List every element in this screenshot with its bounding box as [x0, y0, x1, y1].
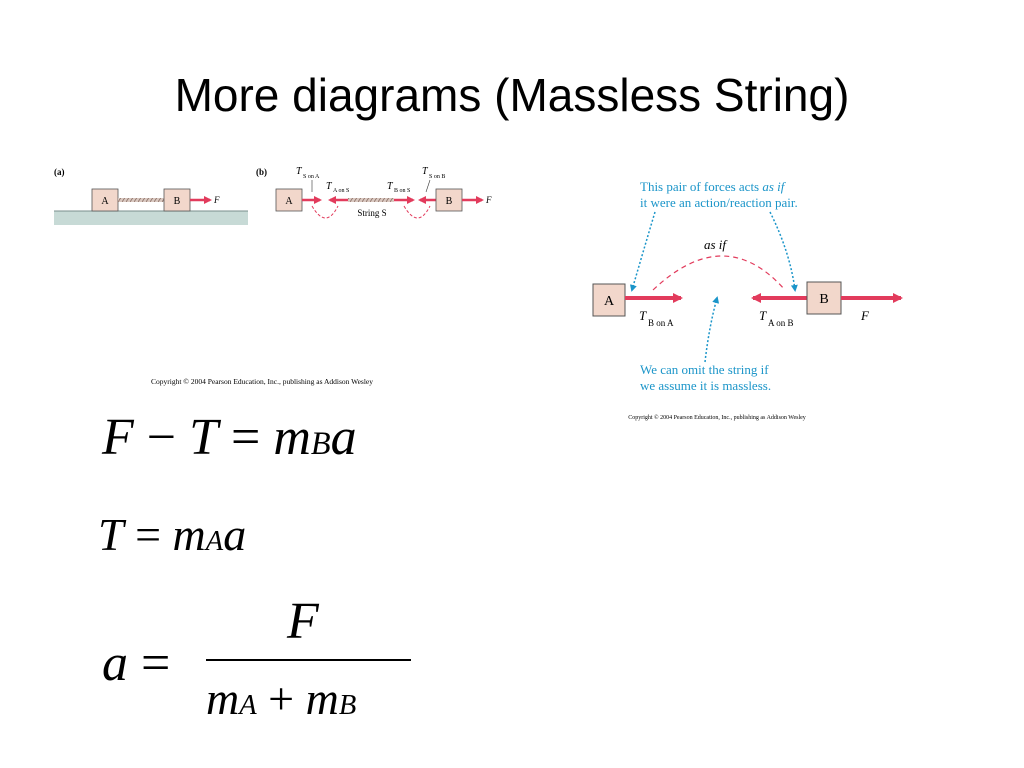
t-a-on-b-sub: A on B: [768, 318, 794, 328]
equation-lhs: a =: [102, 635, 171, 692]
block-a-label: A: [285, 196, 293, 207]
string-diagram-left: (a) A B F (b) A B F T S on A T A on S T …: [54, 166, 492, 386]
copyright-right: Copyright © 2004 Pearson Education, Inc.…: [628, 414, 806, 421]
as-if-label: as if: [704, 237, 728, 252]
t-b-on-s-sub: B on S: [394, 188, 410, 194]
fraction-bar: [206, 659, 411, 661]
string-rope-a: [118, 198, 164, 202]
block-b-label: B: [819, 292, 828, 307]
pair-arc-right: [403, 205, 431, 219]
slide-title: More diagrams (Massless String): [174, 69, 850, 121]
t-s-on-b-sub: S on B: [429, 174, 445, 180]
t-b-on-a-sub: B on A: [648, 318, 674, 328]
note-bottom-line-1: We can omit the string if: [640, 362, 769, 377]
t-s-on-a-symbol: T: [296, 166, 303, 177]
block-b-label: B: [174, 196, 181, 207]
equation-denominator: mA + mB: [206, 673, 357, 724]
t-a-on-b-symbol: T: [759, 308, 767, 323]
t-a-on-s-symbol: T: [326, 181, 333, 192]
panel-b-label: (b): [256, 167, 267, 177]
note-bottom-line-2: we assume it is massless.: [640, 378, 771, 393]
as-if-arc: [652, 255, 786, 291]
note-pointer-bottom: [704, 296, 720, 363]
block-a-label: A: [101, 196, 109, 207]
note-pointer-left: [630, 211, 656, 292]
t-s-on-a-sub: S on A: [303, 174, 320, 180]
force-f-label: F: [860, 308, 870, 323]
ground-surface: [54, 211, 248, 225]
block-b-label: B: [446, 196, 453, 207]
t-s-on-b-leader: [425, 179, 431, 193]
t-s-on-b-symbol: T: [422, 166, 429, 177]
equation-a-newton: T = mAa: [98, 509, 247, 560]
t-b-on-s-symbol: T: [387, 181, 394, 192]
force-f-label: F: [485, 195, 492, 205]
equation-numerator: F: [287, 593, 319, 650]
panel-a-label: (a): [54, 167, 65, 177]
block-a-label: A: [604, 294, 615, 309]
copyright-left: Copyright © 2004 Pearson Education, Inc.…: [151, 377, 373, 386]
string-s-rope: [348, 198, 394, 202]
equation-acceleration: a = F mA + mB: [102, 593, 422, 730]
t-b-on-a-symbol: T: [639, 308, 647, 323]
pair-arc-left: [311, 205, 339, 219]
note-pointer-right: [769, 211, 798, 292]
equation-b-newton: F − T = mBa: [102, 409, 357, 466]
force-f-label: F: [213, 195, 220, 205]
massless-string-diagram-right: This pair of forces acts as if it were a…: [592, 179, 903, 421]
string-s-label: String S: [357, 208, 386, 218]
note-top-line-2: it were an action/reaction pair.: [640, 195, 798, 210]
block-a: [592, 283, 626, 317]
t-a-on-s-sub: A on S: [333, 188, 349, 194]
note-top-line-1: This pair of forces acts as if: [640, 179, 787, 194]
